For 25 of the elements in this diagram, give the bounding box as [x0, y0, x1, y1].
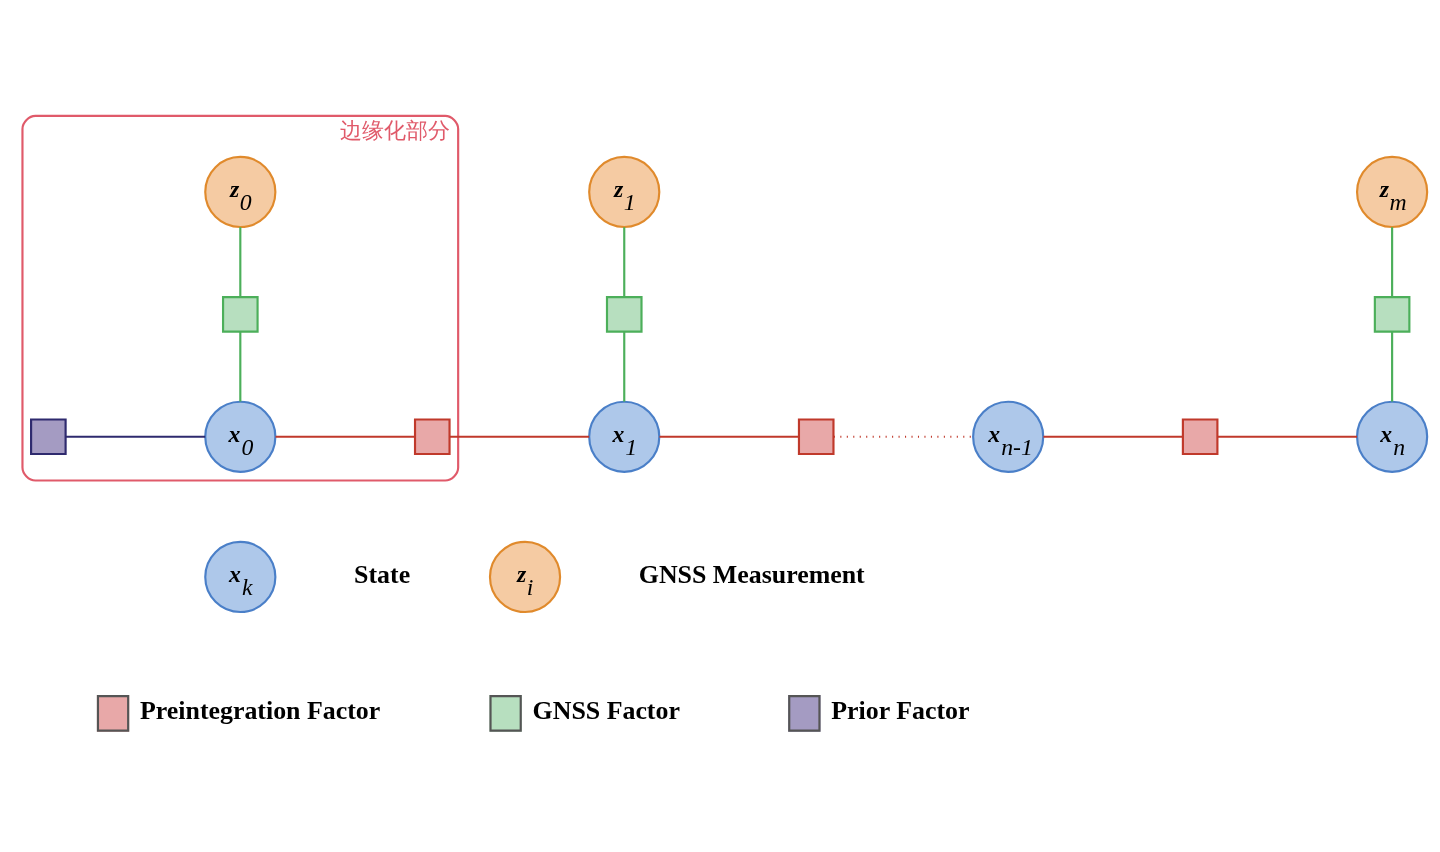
node-box: [797, 418, 835, 456]
legend-label: GNSS Measurement: [638, 559, 865, 589]
legend-label: State: [353, 559, 410, 589]
node-box: [1181, 418, 1218, 456]
connector: [275, 435, 415, 438]
connector: [833, 435, 973, 438]
connector: [1390, 331, 1393, 402]
connector: [65, 435, 205, 438]
connector: [238, 331, 241, 402]
node-box: [29, 418, 67, 456]
legend-label: GNSS Factor: [532, 696, 680, 726]
legend-label: Prior Factor: [830, 696, 969, 726]
legend-label: Preintegration Factor: [139, 696, 380, 726]
node-box: [413, 418, 451, 456]
connector: [622, 227, 625, 298]
connector: [449, 435, 589, 438]
connector: [238, 227, 241, 298]
connector: [1042, 435, 1183, 438]
node-box: [605, 296, 643, 333]
connector: [659, 435, 799, 438]
connector: [1217, 435, 1357, 438]
node-box: [1373, 296, 1410, 333]
node-box: [221, 296, 259, 333]
connector: [622, 331, 625, 402]
connector: [1390, 227, 1393, 298]
